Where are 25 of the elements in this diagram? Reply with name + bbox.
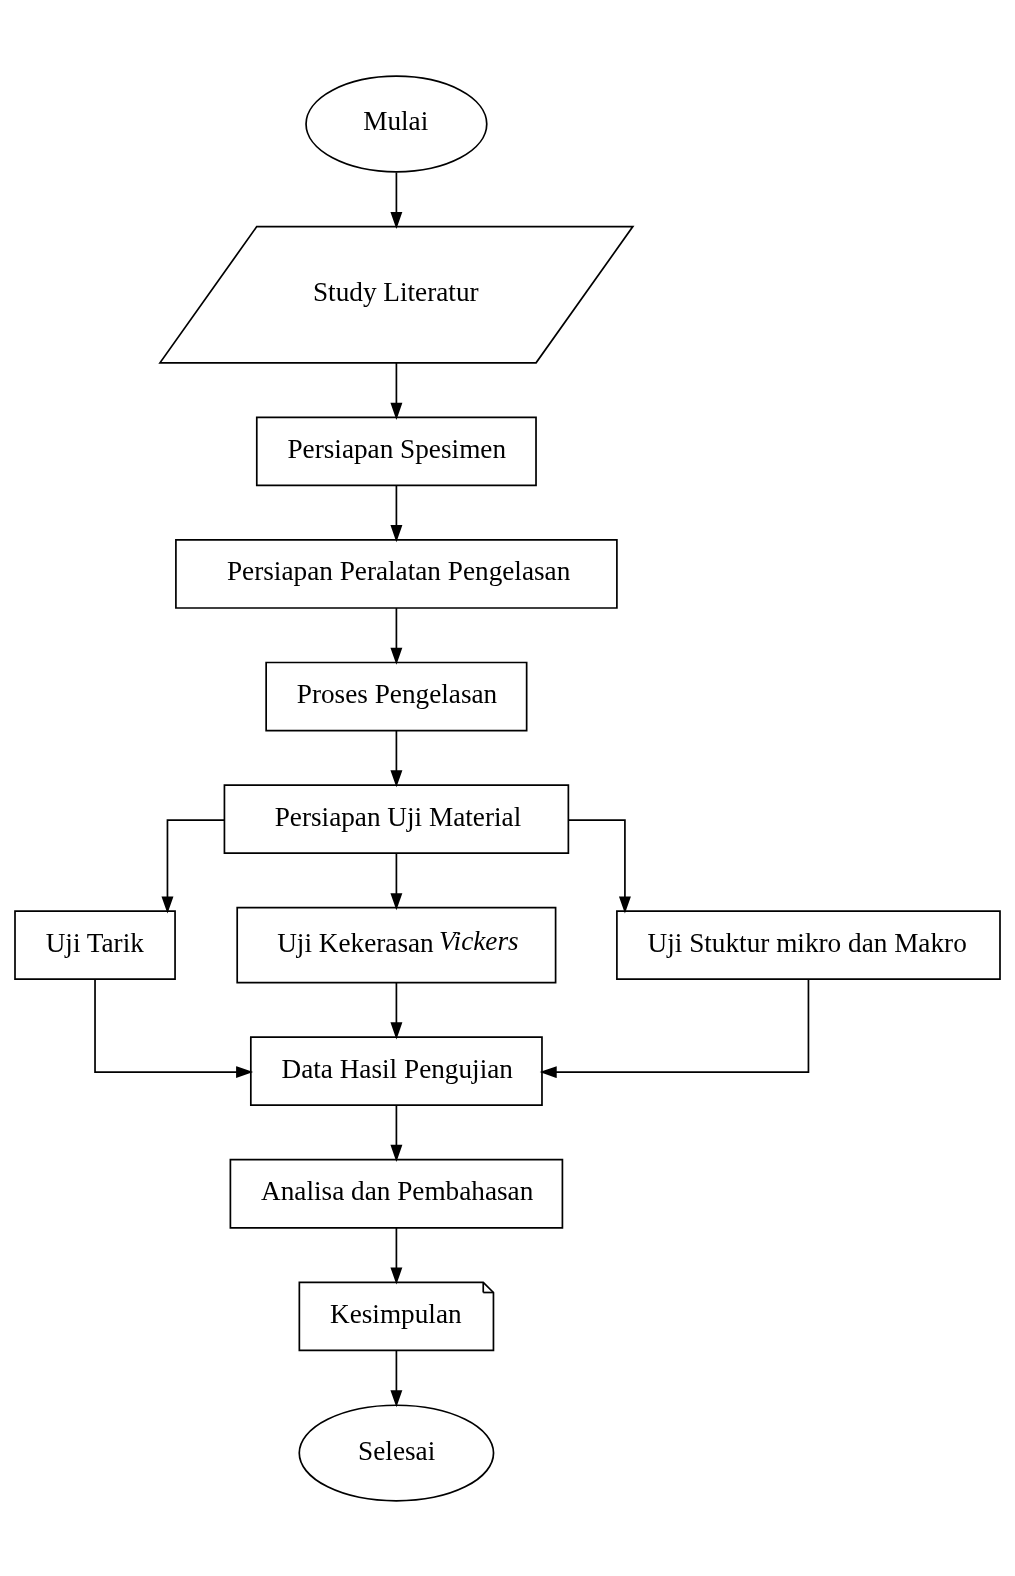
node-box: Uji Tarik xyxy=(14,909,176,980)
node-box: Data Hasil Pengujian xyxy=(249,1035,543,1106)
node-box: Persiapan Spesimen xyxy=(255,415,537,486)
arrow xyxy=(539,978,810,1078)
node-ellipse: Mulai xyxy=(305,74,488,173)
arrow xyxy=(390,852,403,910)
node-box: Uji Stuktur mikro dan Makro xyxy=(616,909,1001,980)
arrow xyxy=(390,484,403,542)
arrow xyxy=(390,606,403,665)
arrow xyxy=(94,978,254,1078)
arrow xyxy=(390,171,403,229)
arrow xyxy=(390,1226,403,1284)
arrow xyxy=(161,818,225,914)
arrow xyxy=(390,981,403,1039)
arrow xyxy=(390,1103,403,1162)
node-box: Persiapan Peralatan Pengelasan xyxy=(175,538,618,609)
arrow xyxy=(390,361,403,420)
node-box: Analisa dan Pembahasan xyxy=(229,1158,564,1229)
node-box: Persiapan Uji Material xyxy=(223,783,570,854)
arrow xyxy=(390,729,403,787)
node-ellipse: Selesai xyxy=(298,1403,495,1502)
node-box: Proses Pengelasan xyxy=(265,661,528,731)
arrow xyxy=(567,818,631,914)
arrow xyxy=(390,1349,403,1407)
node-box: Uji Kekerasan Vickers xyxy=(236,906,557,983)
